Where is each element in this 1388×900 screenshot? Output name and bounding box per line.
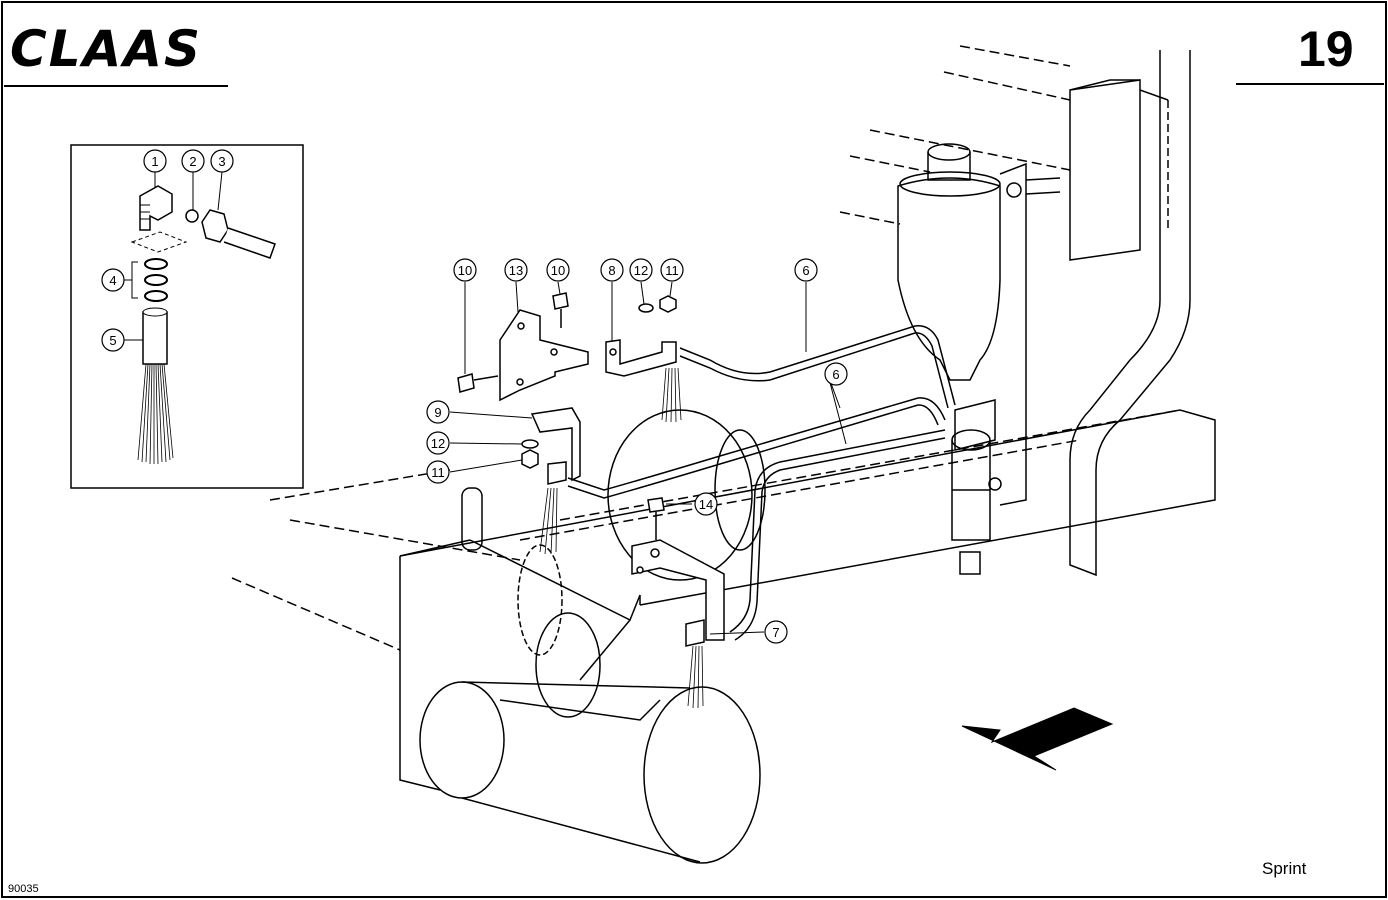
callout-8: 8 [600, 258, 624, 282]
direction-arrow [961, 707, 1114, 771]
callout-6-lower: 6 [824, 362, 848, 386]
exhaust-pipe [1069, 50, 1191, 577]
callout-1: 1 [143, 149, 167, 173]
svg-text:12: 12 [634, 263, 648, 278]
frame-post [1069, 79, 1141, 261]
union-nut [201, 209, 229, 243]
model-name: Sprint [1262, 859, 1307, 878]
clamp-7 [685, 619, 705, 647]
svg-text:10: 10 [551, 263, 565, 278]
bolt-14 [647, 497, 665, 513]
callout-6-upper: 6 [794, 258, 818, 282]
pipe-line-lower [567, 397, 946, 491]
svg-text:2: 2 [189, 154, 196, 169]
drum [607, 409, 753, 581]
inset-detail [70, 144, 304, 489]
callout-11-upper: 11 [660, 258, 684, 282]
washer-12-lower [521, 439, 539, 449]
inset-frame [70, 144, 304, 489]
svg-text:7: 7 [772, 625, 779, 640]
front-roller [419, 681, 505, 799]
svg-text:4: 4 [109, 273, 116, 288]
callout-12-upper: 12 [629, 258, 653, 282]
bracket-9 [530, 407, 581, 482]
front-roller [643, 686, 761, 864]
side-panel [399, 556, 441, 791]
callouts: 1 2 3 4 5 6 6 7 8 9 10 10 11 11 12 12 13… [101, 149, 848, 644]
page-number: 19 [1298, 21, 1354, 77]
brush-bristles [137, 363, 174, 465]
nut-11 [659, 295, 677, 313]
machine-structure [231, 45, 1216, 864]
svg-text:9: 9 [434, 405, 441, 420]
svg-text:8: 8 [608, 263, 615, 278]
callout-7: 7 [764, 620, 788, 644]
pipe-line-upper [679, 325, 956, 406]
bracket-13 [499, 309, 589, 402]
washer [144, 258, 168, 270]
callout-2: 2 [181, 149, 205, 173]
frame-beam [399, 409, 1216, 606]
roller [535, 612, 601, 718]
lube-brushes [539, 367, 704, 709]
callout-5: 5 [101, 328, 125, 352]
svg-text:11: 11 [665, 263, 679, 278]
bolt-10 [457, 373, 475, 393]
svg-text:6: 6 [802, 263, 809, 278]
callout-10-left: 10 [453, 258, 477, 282]
pipe-line-7 [729, 429, 946, 633]
drawing-code: 90035 [8, 883, 39, 895]
leader-lines [124, 171, 847, 635]
mount-plate [999, 162, 1027, 506]
accumulator [897, 177, 1001, 381]
svg-text:1: 1 [151, 154, 158, 169]
pipe-section [223, 227, 276, 259]
grease-sleeve [142, 311, 168, 365]
callout-12-lower: 12 [426, 431, 450, 455]
callout-10-right: 10 [546, 258, 570, 282]
nut-11-lower [521, 449, 539, 469]
callout-9: 9 [426, 400, 450, 424]
svg-text:11: 11 [431, 465, 445, 480]
svg-text:14: 14 [699, 497, 713, 512]
svg-text:3: 3 [218, 154, 225, 169]
bracket-8 [605, 339, 677, 377]
callout-14: 14 [694, 492, 718, 516]
callout-13: 13 [504, 258, 528, 282]
callout-4: 4 [101, 268, 125, 292]
brand-logo: CLAAS [10, 20, 202, 78]
hydraulic-lines [567, 325, 956, 641]
washer [144, 290, 168, 302]
panel-tab [461, 487, 483, 551]
svg-text:12: 12 [431, 436, 445, 451]
elbow-fitting [139, 185, 173, 231]
svg-text:13: 13 [509, 263, 523, 278]
washer-12 [638, 303, 654, 313]
bracket-14 [631, 539, 725, 641]
brackets [457, 292, 725, 647]
washer [144, 274, 168, 286]
svg-text:10: 10 [458, 263, 472, 278]
svg-text:6: 6 [832, 367, 839, 382]
svg-text:5: 5 [109, 333, 116, 348]
bolt-10-vertical [552, 292, 569, 310]
callout-3: 3 [210, 149, 234, 173]
callout-11-lower: 11 [426, 460, 450, 484]
olive-ring [185, 209, 199, 223]
